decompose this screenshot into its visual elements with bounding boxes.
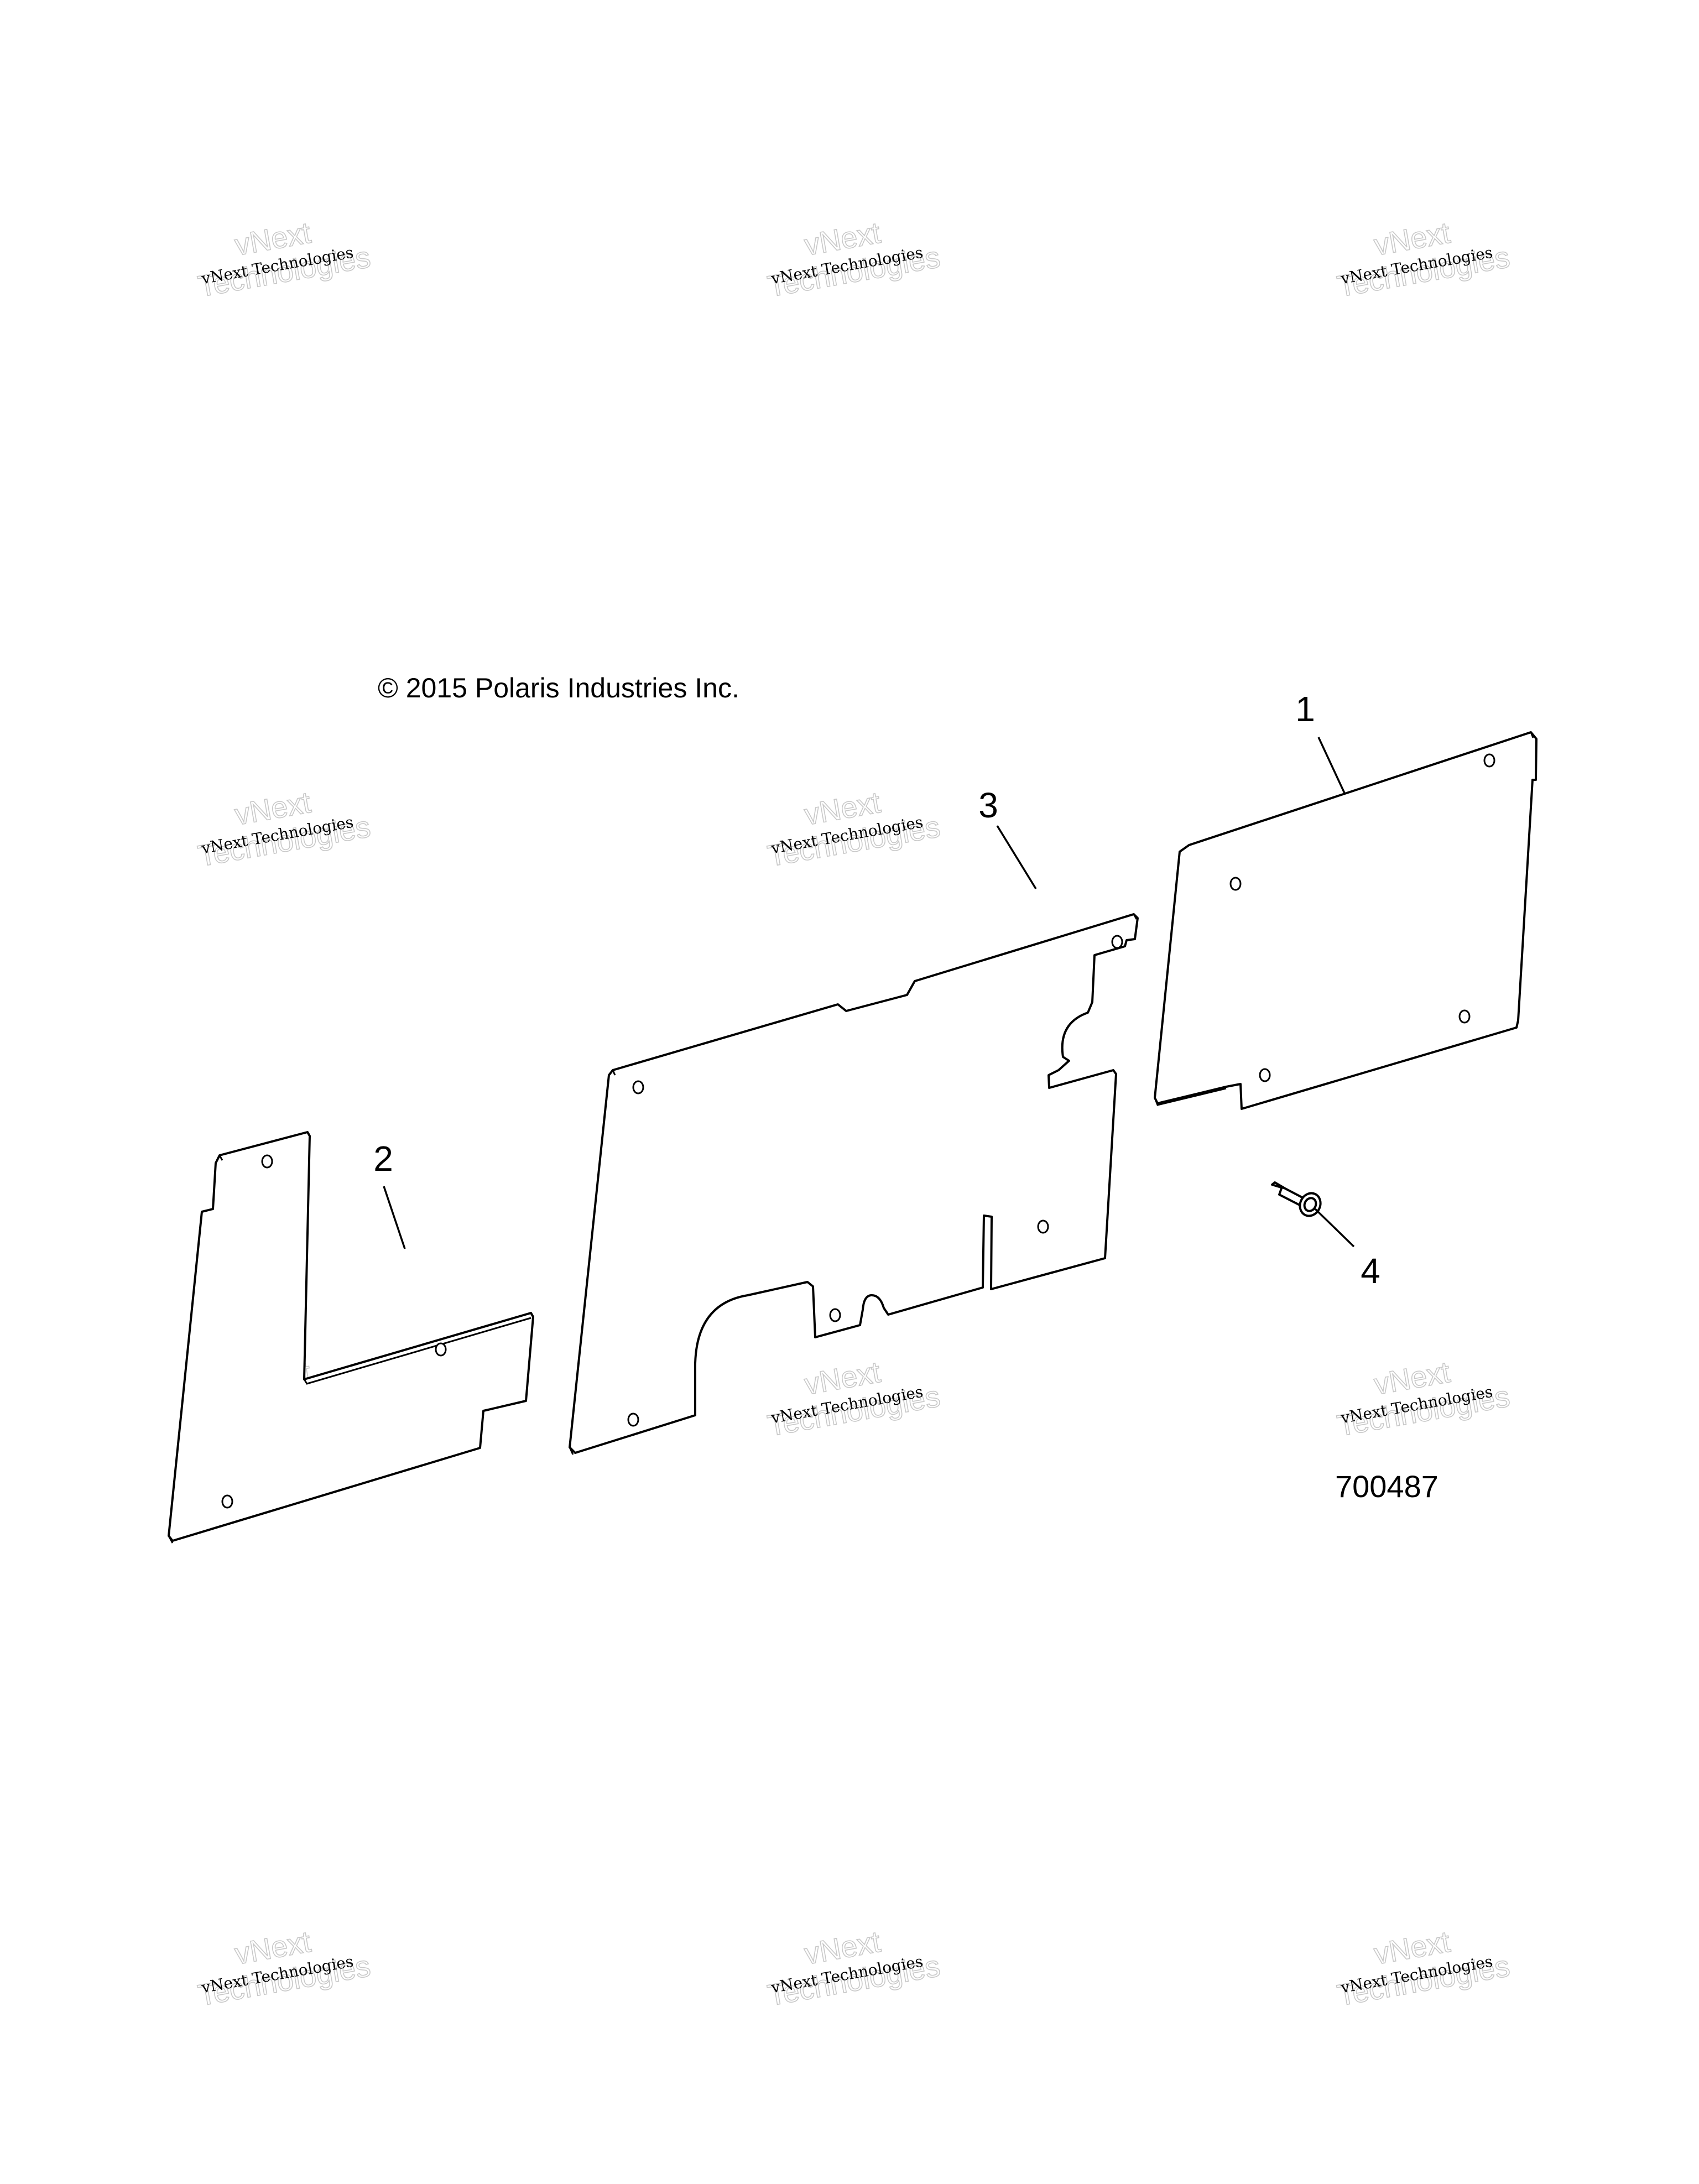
diagram-number: 700487 <box>1335 1469 1439 1504</box>
leader-line-3 <box>996 825 1037 889</box>
callout-3: 3 <box>978 785 998 825</box>
leader-line-1 <box>1317 737 1346 794</box>
copyright-notice: © 2015 Polaris Industries Inc. <box>378 673 739 703</box>
part-2-panel <box>168 1131 534 1544</box>
part-3-panel <box>569 913 1139 1455</box>
leader-line-2 <box>383 1186 406 1249</box>
callout-4: 4 <box>1361 1251 1380 1291</box>
leader-line-4 <box>1314 1208 1355 1248</box>
part-4-fastener <box>1271 1181 1322 1217</box>
leader-lines <box>383 737 1355 1249</box>
callout-1: 1 <box>1295 689 1315 729</box>
part-1-panel <box>1154 731 1538 1110</box>
callout-2: 2 <box>373 1139 393 1179</box>
